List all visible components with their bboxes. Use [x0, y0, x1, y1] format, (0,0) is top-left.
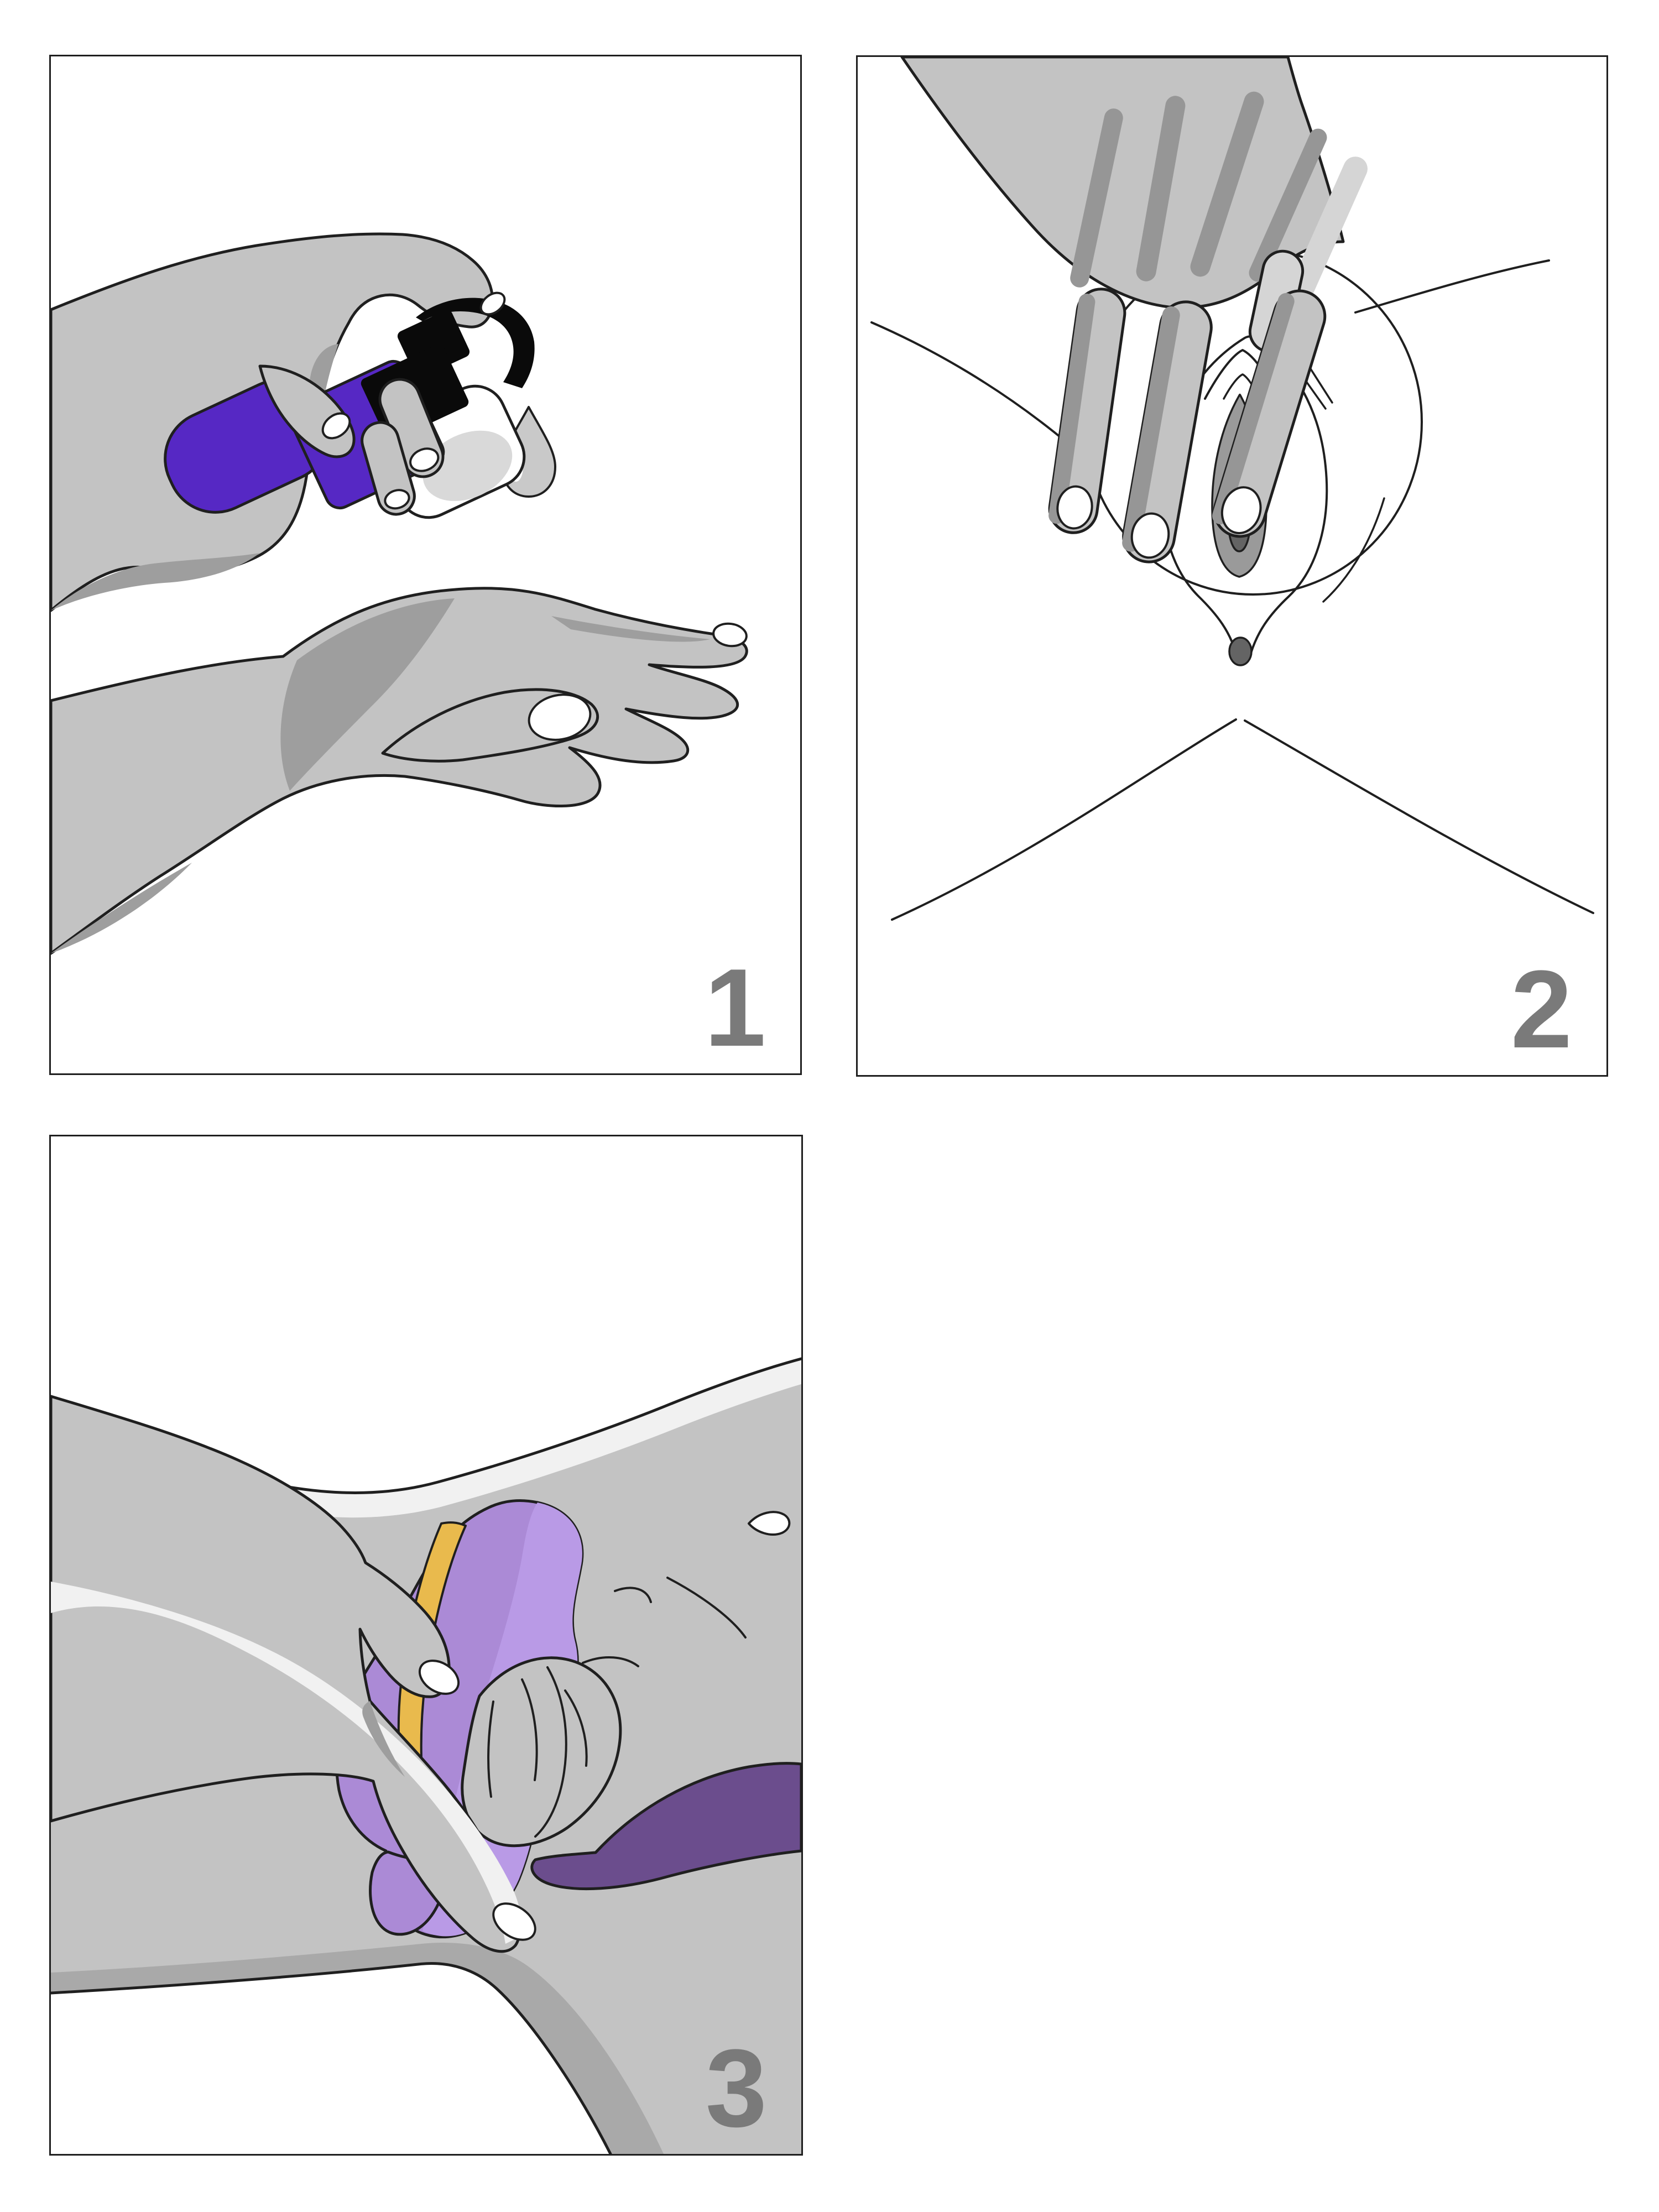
- right-buttock-crease: [1244, 719, 1594, 914]
- open-palm-hand: [51, 587, 748, 955]
- positioning-hand: [51, 1395, 536, 1953]
- vulva-illustration: [891, 248, 1594, 921]
- finger-2: [1122, 300, 1213, 564]
- finger-3: [1212, 289, 1327, 538]
- anus: [1228, 637, 1253, 666]
- panel-step-3: 3: [49, 1135, 803, 2156]
- step-number-3: 3: [705, 2027, 767, 2150]
- panel-step-1: 1: [49, 55, 802, 1075]
- finger-1: [1048, 288, 1126, 534]
- left-buttock-crease: [891, 718, 1237, 921]
- gripping-fingers: [258, 291, 506, 516]
- vulva-apply-illustration: [870, 57, 1594, 921]
- navel: [748, 1511, 791, 1536]
- labia-through-opening: [461, 1656, 622, 1848]
- index-finger-nail: [479, 291, 506, 316]
- right-groin-crease: [1354, 259, 1550, 314]
- step-number-1: 1: [704, 946, 766, 1070]
- thumb-nail: [528, 693, 592, 741]
- upper-finger-nail: [418, 1660, 460, 1695]
- device-placement-illustration: [51, 1357, 801, 2154]
- lube-dispense-illustration: [51, 232, 748, 955]
- panel-step-2: 2: [856, 55, 1608, 1077]
- fingertip-nail: [712, 622, 748, 648]
- left-groin-crease: [870, 321, 1065, 441]
- step-number-2: 2: [1510, 948, 1572, 1071]
- spreading-hand: [900, 57, 1368, 564]
- hip-outline: [232, 1357, 801, 1494]
- lower-finger-nail: [492, 1902, 536, 1941]
- device-tail: [530, 1762, 801, 1891]
